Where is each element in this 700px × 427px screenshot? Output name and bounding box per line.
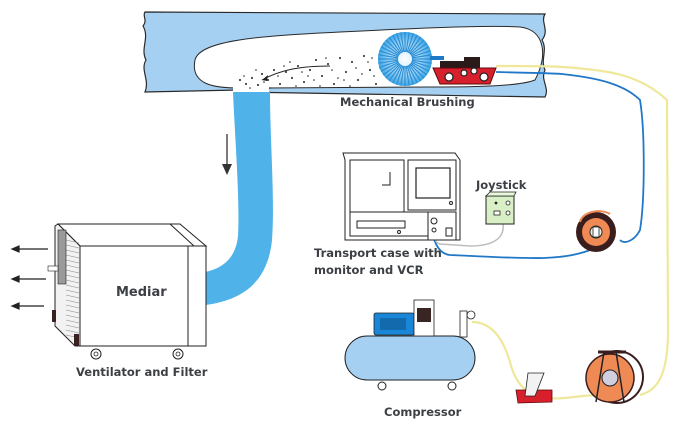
video-cable <box>496 72 644 242</box>
cable-reel <box>576 211 616 252</box>
label-mechanical-brushing: Mechanical Brushing <box>340 94 475 110</box>
label-mediar: Mediar <box>116 284 167 302</box>
exhaust-arrow-icon <box>12 246 48 252</box>
down-arrow-icon <box>222 134 232 175</box>
foot-pedal <box>516 373 552 403</box>
transport-case <box>343 153 460 240</box>
exhaust-arrow-icon <box>12 303 44 309</box>
label-joystick: Joystick <box>476 177 526 193</box>
joystick-box <box>486 192 516 224</box>
label-ventilator-filter: Ventilator and Filter <box>76 364 207 380</box>
vcr-slot <box>357 221 405 228</box>
exhaust-arrow-icon <box>12 276 46 282</box>
compressor <box>345 300 475 390</box>
label-compressor: Compressor <box>384 404 461 420</box>
label-transport-case-line2: monitor and VCR <box>314 262 423 278</box>
suction-hose <box>205 92 273 305</box>
label-transport-case-line1: Transport case with <box>314 245 442 261</box>
monitor-screen <box>416 168 450 198</box>
air-hose-reel <box>586 351 643 403</box>
exhaust-arrows <box>12 246 48 309</box>
